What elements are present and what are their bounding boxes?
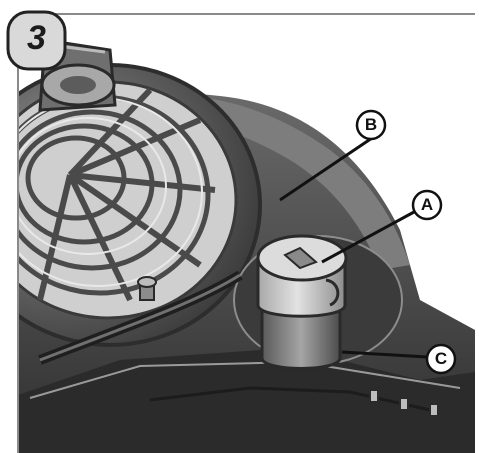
oil-can-icon (283, 246, 318, 270)
callout-label-c: C (434, 349, 448, 368)
oil-fill-tube (260, 298, 342, 370)
callout-circle-a (411, 189, 443, 221)
lip-highlight (29, 360, 461, 399)
leader-line-a (321, 210, 415, 264)
callout-label-a: A (420, 195, 434, 214)
callout-circle-c (425, 343, 457, 375)
top-surface (120, 94, 410, 270)
leader-line-c (341, 350, 428, 359)
front-tabs (369, 389, 439, 417)
step-badge (6, 10, 67, 71)
shroud-bolt (137, 276, 157, 301)
dipstick-cap (256, 234, 348, 318)
leader-line-b (279, 132, 379, 202)
callout-label-b: B (364, 115, 378, 134)
callout-circle-b (355, 109, 387, 141)
front-groove (149, 386, 431, 412)
front-lip (18, 350, 475, 453)
step-number: 3 (27, 19, 46, 57)
